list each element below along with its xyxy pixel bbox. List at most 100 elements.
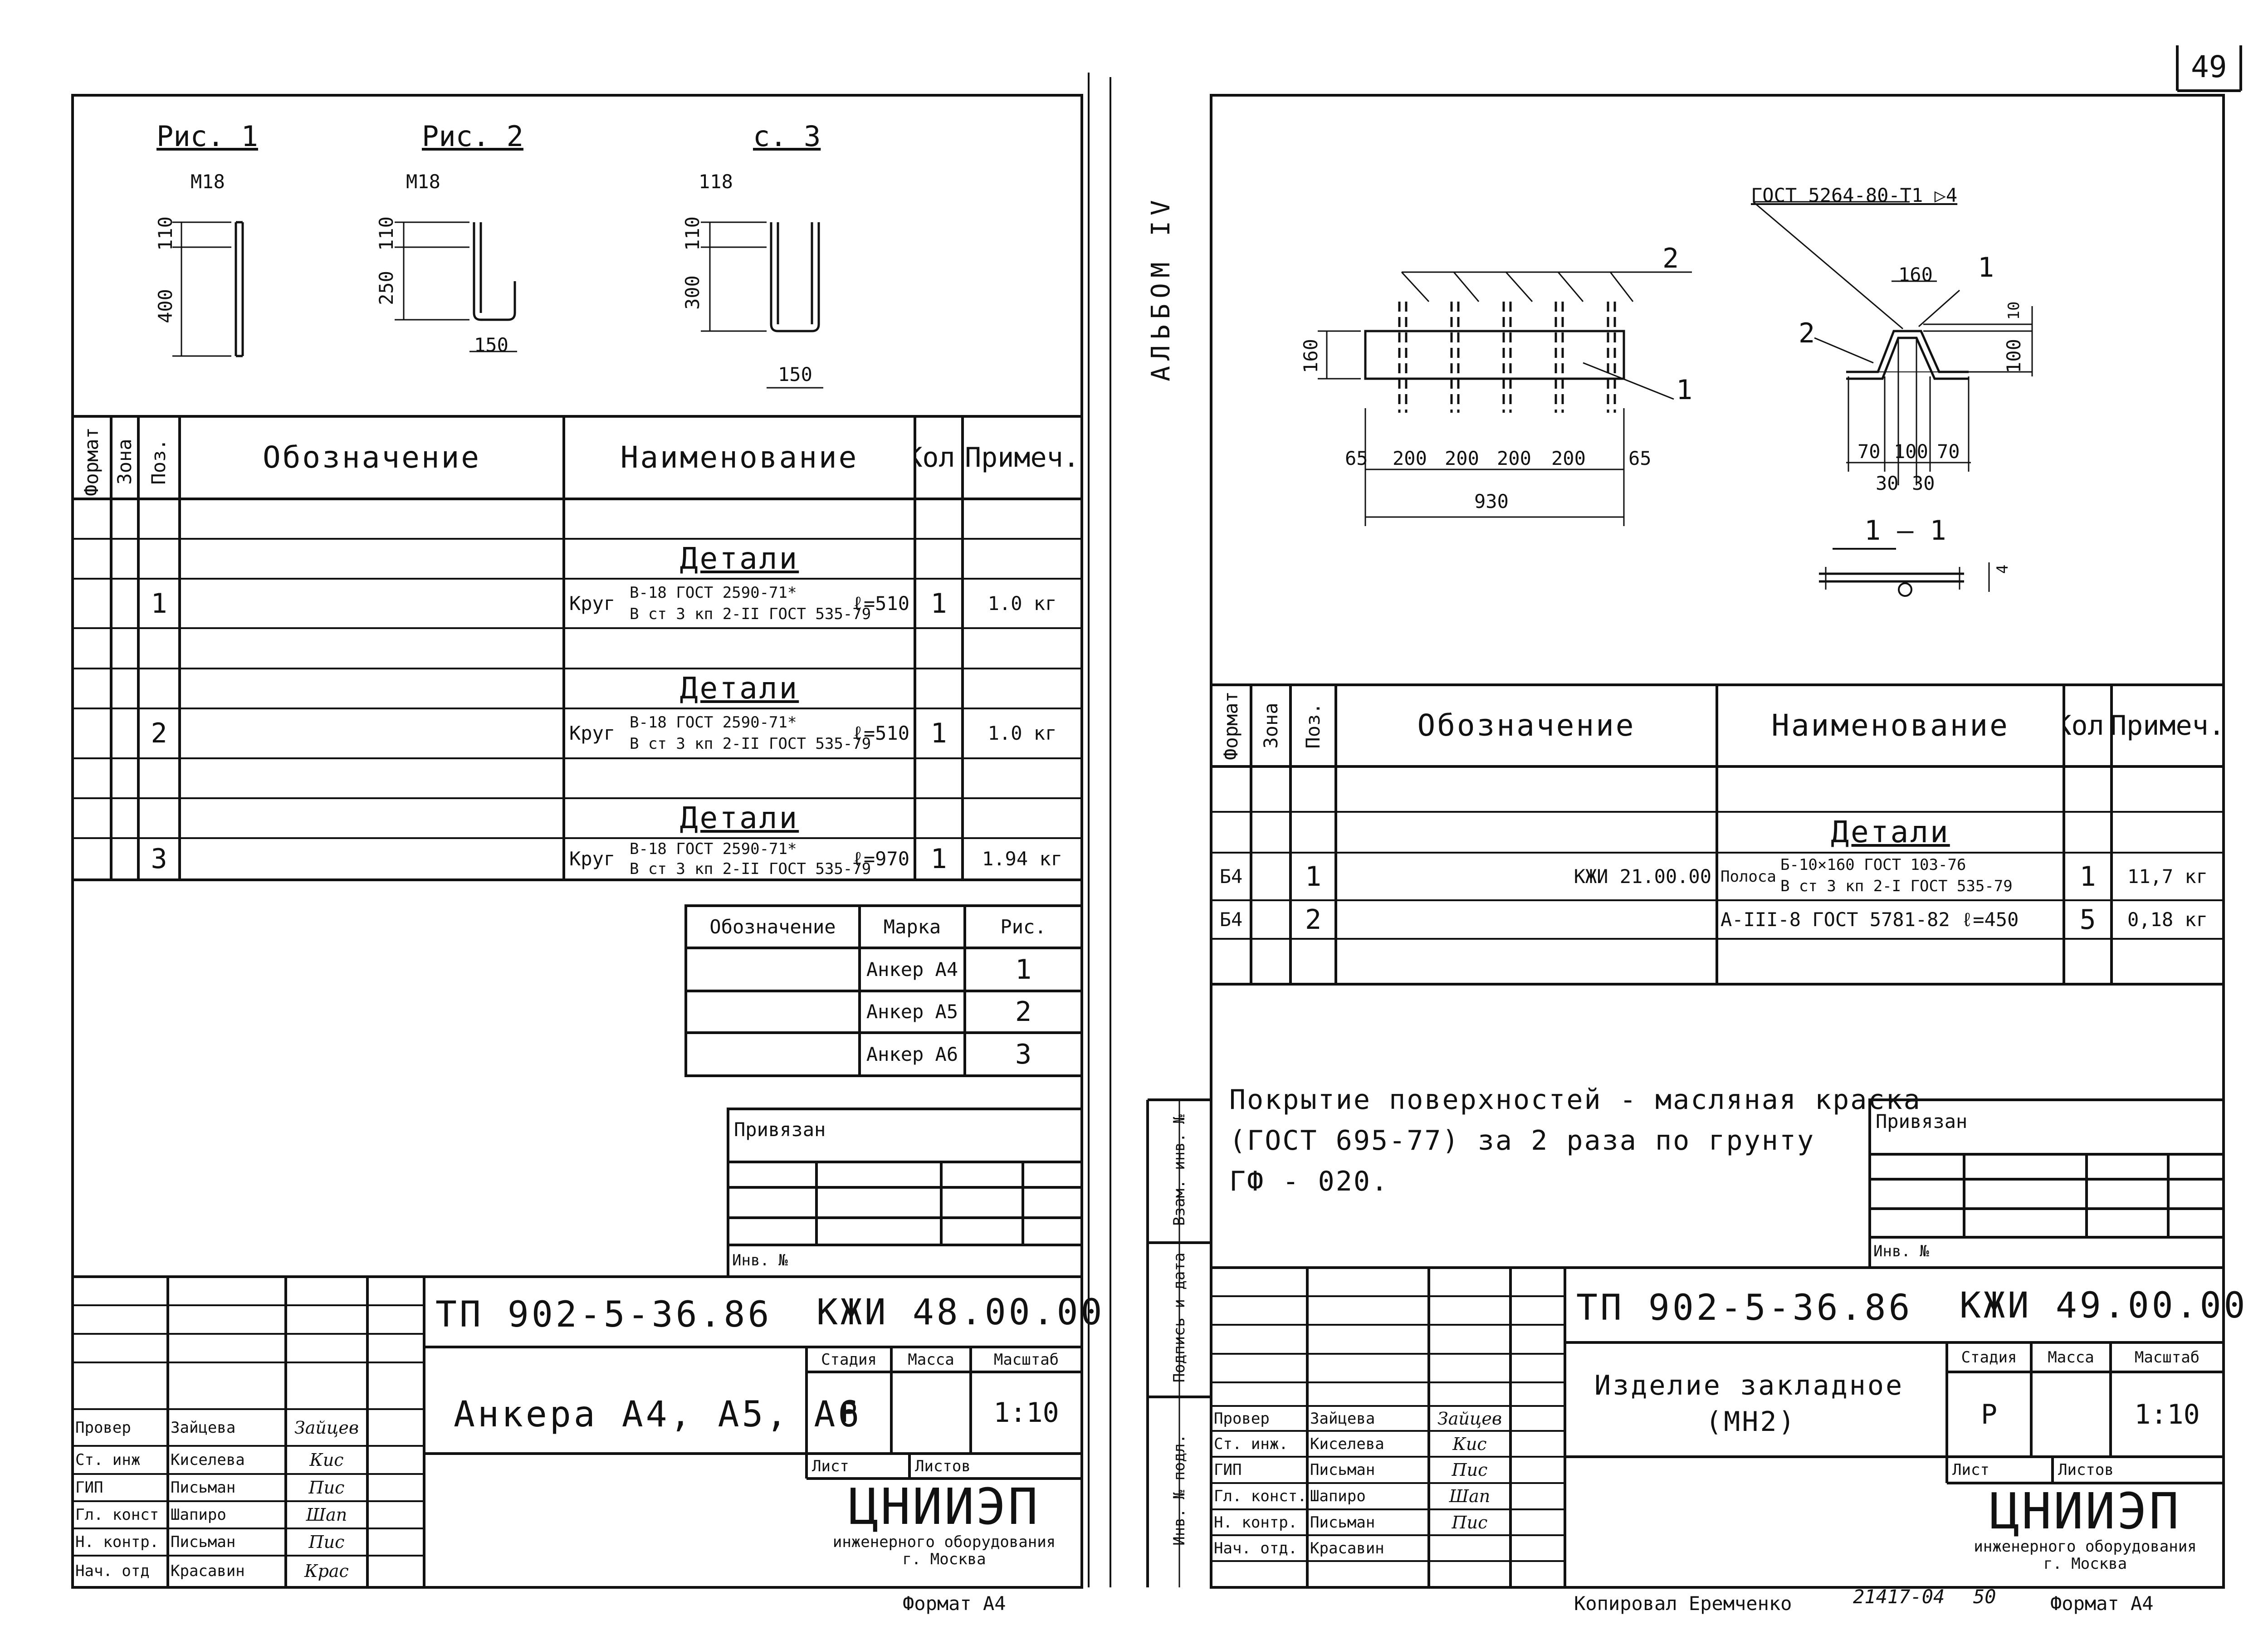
dim: 100	[1894, 440, 1928, 463]
row-name-prefix: Круг	[569, 592, 616, 615]
staff-role: Ст. инж	[75, 1451, 141, 1469]
sheets-header: Листов	[2058, 1461, 2114, 1479]
dim: 70	[1857, 440, 1881, 463]
section-title: Детали	[679, 671, 799, 706]
org-city: г. Москва	[2043, 1555, 2127, 1573]
callout: 2	[1662, 243, 1679, 274]
section-title: Детали	[679, 800, 799, 835]
mark-cell: 2	[1015, 996, 1032, 1028]
fig-2-title: Рис. 2	[422, 120, 523, 153]
row-name-prefix: Полоса	[1721, 867, 1776, 886]
inv-no-label: Инв. №	[732, 1251, 788, 1269]
scale-value: 1:10	[993, 1397, 1059, 1429]
row-designation: КЖИ 21.00.00	[1574, 865, 1711, 888]
row-qty: 1	[2079, 860, 2096, 893]
weld-standard: ГОСТ 5264-80-Т1 ▷4	[1751, 184, 1958, 206]
coating-note-line: (ГОСТ 695-77) за 2 раза по грунту	[1229, 1125, 1815, 1157]
row-qty: 1	[930, 843, 947, 875]
col-pos: Поз.	[1302, 703, 1324, 749]
drawing-title-line: Изделие закладное	[1594, 1370, 1904, 1401]
col-name: Наименование	[620, 440, 859, 475]
row-format: Б4	[1219, 908, 1243, 931]
dim: 200	[1393, 447, 1427, 469]
row-length: ℓ=510	[852, 722, 909, 744]
sheets-header: Листов	[915, 1457, 971, 1475]
col-pos: Поз.	[147, 439, 170, 485]
row-name-prefix: Круг	[569, 722, 616, 744]
staff-name: Красавин	[1310, 1539, 1384, 1557]
mark-cell: 3	[1015, 1038, 1032, 1070]
staff-role: Гл. конст.	[1214, 1487, 1307, 1505]
col-qty: Кол.	[915, 442, 963, 473]
staff-role: Провер	[1214, 1409, 1270, 1428]
row-qty: 1	[930, 587, 947, 620]
stage-header: Стадия	[821, 1350, 877, 1369]
row-length: ℓ=970	[852, 848, 909, 870]
staff-role: Нач. отд.	[1214, 1539, 1298, 1557]
mark-cell: 1	[1015, 953, 1032, 986]
org-name: ЦНИИЭП	[1989, 1484, 2181, 1538]
row-note: 1.0 кг	[987, 592, 1057, 615]
org-line: инженерного оборудования	[832, 1533, 1056, 1551]
staff-name: Зайцева	[171, 1418, 236, 1437]
staff-role: Н. контр.	[75, 1533, 159, 1551]
row-name-line2: В ст 3 кп 2-II ГОСТ 535-79	[630, 860, 871, 878]
dim: 200	[1497, 447, 1531, 469]
row-name-line2: В ст 3 кп 2-II ГОСТ 535-79	[630, 605, 871, 623]
signature: Зайцев	[1437, 1408, 1502, 1429]
mark-cell: Анкер А4	[866, 958, 958, 981]
staff-name: Письман	[1310, 1513, 1375, 1532]
row-note: 0,18 кг	[2127, 908, 2208, 931]
sheet-header: Лист	[812, 1457, 849, 1475]
org-line: инженерного оборудования	[1974, 1537, 2197, 1556]
scale-header: Масштаб	[2134, 1348, 2200, 1366]
fig-2-thread: М18	[406, 171, 440, 193]
format-label: Формат А4	[903, 1592, 1006, 1615]
format-label: Формат А4	[2050, 1592, 2154, 1615]
sheet-header: Лист	[1952, 1461, 1989, 1479]
staff-role: ГИП	[75, 1479, 103, 1497]
callout: 1	[1676, 374, 1693, 406]
side-label: Подпись и дата	[1170, 1252, 1188, 1383]
row-length: ℓ=510	[852, 592, 909, 615]
fig-3-dim: 110	[681, 216, 704, 251]
row-pos: 2	[151, 717, 167, 749]
dim: 30	[1912, 472, 1935, 494]
dim: 10	[2005, 301, 2023, 320]
drawing-title-line: (МН2)	[1706, 1406, 1797, 1438]
row-name: А-III-8 ГОСТ 5781-82 ℓ=450	[1721, 908, 2019, 931]
row-name-line2: В ст 3 кп 2-I ГОСТ 535-79	[1780, 877, 2013, 895]
staff-name: Письман	[171, 1533, 236, 1551]
staff-name: Шапиро	[1310, 1487, 1366, 1505]
mark-cell: Анкер А5	[866, 1000, 958, 1023]
dim: 4	[1994, 564, 2012, 574]
signature: Пис	[308, 1478, 345, 1498]
drawing-code: КЖИ 48.00.00	[816, 1292, 1105, 1333]
sheet-number: 50	[1973, 1586, 1996, 1608]
privyazan-label: Привязан	[1876, 1110, 1968, 1132]
dim: 70	[1937, 440, 1960, 463]
callout: 2	[1799, 317, 1815, 349]
stage-value: Р	[841, 1397, 857, 1429]
dim: 160	[1898, 264, 1933, 286]
callout: 1	[1978, 252, 1994, 283]
fig-2-dim: 110	[375, 216, 397, 251]
staff-role: Гл. конст	[75, 1506, 159, 1524]
staff-name: Киселева	[1310, 1435, 1384, 1453]
staff-role: Н. контр.	[1214, 1513, 1298, 1532]
staff-role: ГИП	[1214, 1461, 1242, 1479]
album-label: АЛЬБОМ IV	[1146, 195, 1176, 381]
scale-header: Масштаб	[993, 1350, 1059, 1369]
section-title: Детали	[1831, 815, 1950, 849]
drawing-code: КЖИ 49.00.00	[1960, 1285, 2248, 1326]
row-note: 1.94 кг	[982, 848, 1062, 870]
col-note: Примеч.	[965, 442, 1080, 473]
fig-2-dim: 150	[474, 334, 508, 356]
staff-name: Письман	[1310, 1461, 1375, 1479]
row-name-line1: В-18 ГОСТ 2590-71*	[630, 713, 797, 732]
stage-header: Стадия	[1961, 1348, 2017, 1366]
section-title: Детали	[679, 541, 799, 576]
row-pos: 1	[1305, 860, 1322, 893]
col-designation: Обозначение	[262, 440, 481, 475]
row-format: Б4	[1219, 865, 1243, 888]
